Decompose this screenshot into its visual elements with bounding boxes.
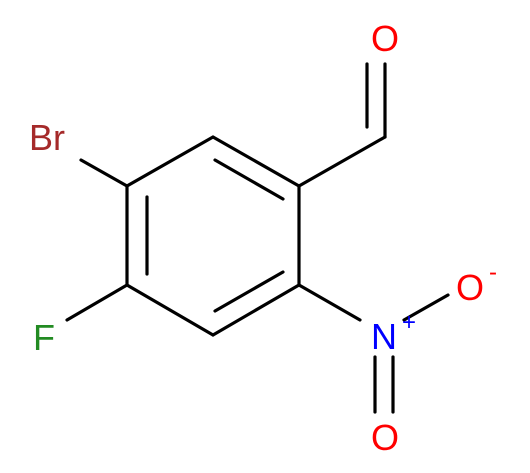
- atom-n-charge: +: [402, 309, 416, 336]
- ring-bond-c6-c1: [125, 135, 215, 188]
- atom-o-aldehyde-label: O: [371, 18, 399, 59]
- bond-n-o-minus: [402, 293, 450, 322]
- ring-inner-double-bottom: [213, 270, 285, 313]
- ring-bond-c3-c4: [211, 283, 301, 337]
- atom-o-minus-charge: -: [489, 259, 497, 286]
- atom-n-nitro-label: N: [371, 316, 397, 357]
- atom-o-nitro-label: O: [371, 417, 399, 458]
- substituent-bonds: [65, 62, 450, 414]
- ring-bond-c1-c2: [211, 135, 301, 188]
- ring-inner-double-top: [213, 158, 285, 201]
- atom-br-label: Br: [29, 117, 65, 158]
- bond-c3-n: [297, 283, 362, 322]
- ring-bond-c4-c5: [125, 283, 215, 337]
- atom-f-label: F: [33, 317, 55, 358]
- benzene-ring: [125, 135, 301, 337]
- bond-c6-br: [79, 158, 129, 188]
- atom-o-minus-label: O: [456, 267, 484, 308]
- bond-c5-f: [65, 283, 129, 322]
- bond-c2-cho: [297, 135, 387, 188]
